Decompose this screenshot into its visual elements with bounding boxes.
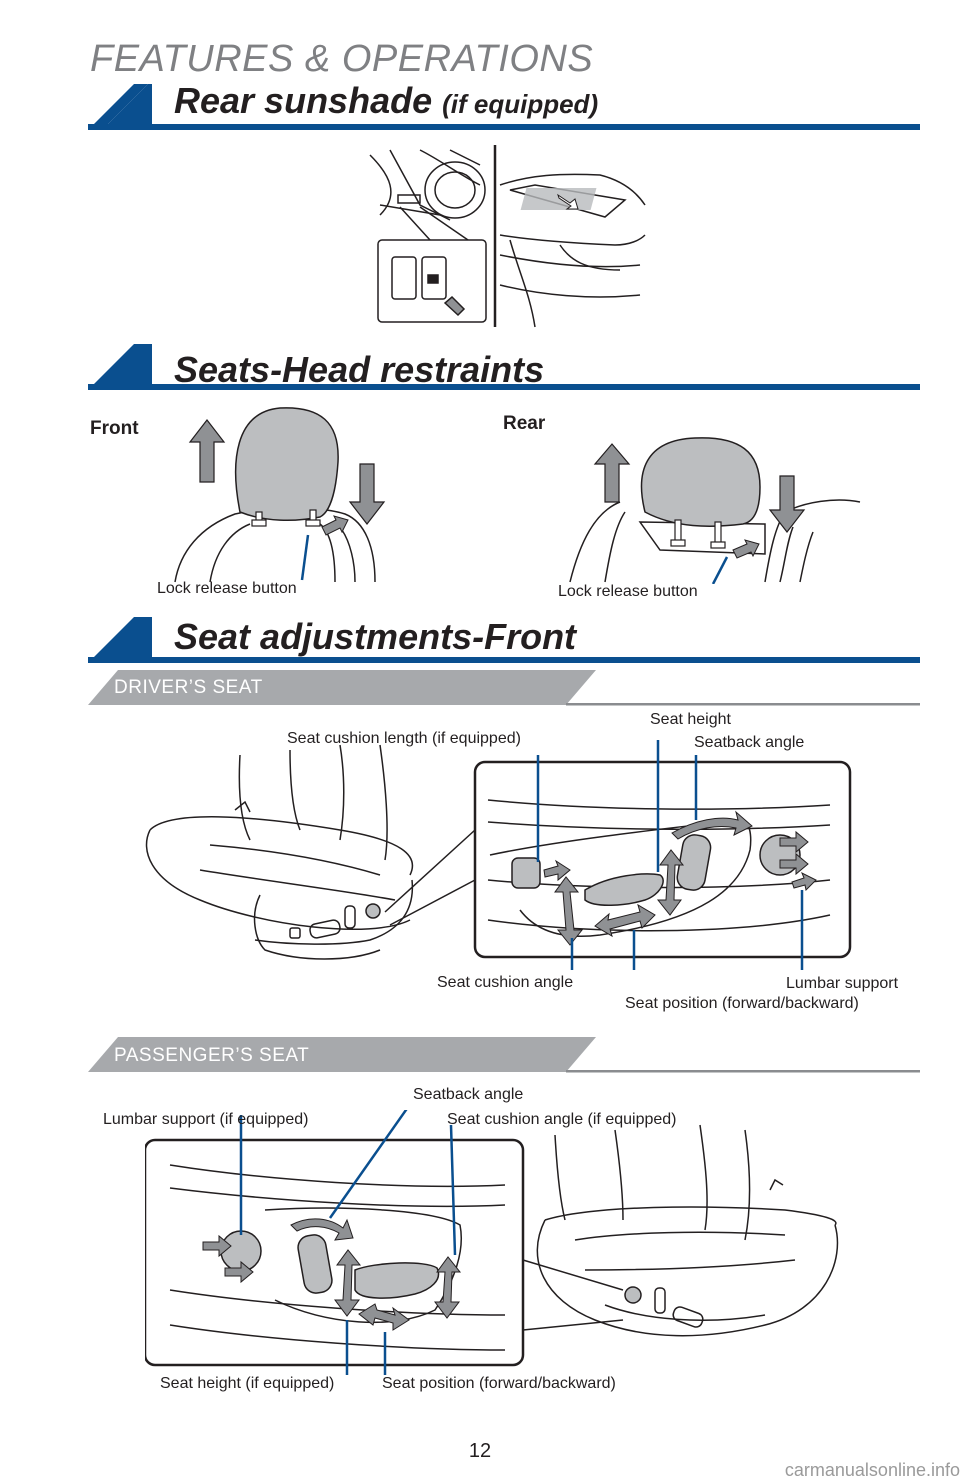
passenger-seatback-angle-callout: Seatback angle <box>413 1086 524 1103</box>
rear-label: Rear <box>503 413 546 434</box>
passenger-lumbar-callout: Lumbar support (if equipped) <box>103 1111 309 1128</box>
driver-lumbar-callout: Lumbar support <box>786 975 899 992</box>
driver-cushion-length-callout: Seat cushion length (if equipped) <box>287 730 521 747</box>
rear-lock-release-callout: Lock release button <box>558 583 698 600</box>
seat-adjustments-banner <box>88 617 920 663</box>
sunshade-title: Rear sunshade (if equipped) <box>174 80 598 122</box>
passenger-position-callout: Seat position (forward/backward) <box>382 1375 616 1392</box>
front-head-restraint-illustration <box>174 407 386 583</box>
driver-seat-illustration <box>145 740 852 970</box>
passenger-cushion-angle-callout: Seat cushion angle (if equipped) <box>447 1111 677 1128</box>
sunshade-title-text: Rear sunshade <box>174 80 433 121</box>
rear-head-restraint-illustration <box>569 437 861 584</box>
passenger-seat-height-callout: Seat height (if equipped) <box>160 1375 335 1392</box>
head-restraints-banner <box>88 344 920 390</box>
passenger-seat-illustration <box>145 1110 839 1375</box>
driver-seat-height-callout: Seat height <box>650 711 731 728</box>
page-header: FEATURES & OPERATIONS <box>90 38 594 80</box>
page-number: 12 <box>468 1440 492 1462</box>
head-restraints-title: Seats-Head restraints <box>174 349 545 390</box>
driver-seat-label: DRIVER’S SEAT <box>114 677 263 698</box>
driver-seat-banner <box>88 670 920 706</box>
watermark: carmanualsonline.info <box>784 1460 960 1480</box>
passenger-seat-banner <box>88 1037 920 1073</box>
driver-cushion-angle-callout: Seat cushion angle <box>437 974 574 991</box>
sunshade-subtitle: (if equipped) <box>442 89 599 119</box>
driver-seatback-angle-callout: Seatback angle <box>694 734 805 751</box>
passenger-seat-label: PASSENGER’S SEAT <box>114 1045 310 1066</box>
front-label: Front <box>90 418 139 439</box>
seat-adjustments-title: Seat adjustments-Front <box>174 616 577 657</box>
driver-position-callout: Seat position (forward/backward) <box>625 995 859 1012</box>
front-lock-release-callout: Lock release button <box>157 580 297 597</box>
sunshade-illustration <box>369 145 646 328</box>
sunshade-banner <box>88 84 920 130</box>
